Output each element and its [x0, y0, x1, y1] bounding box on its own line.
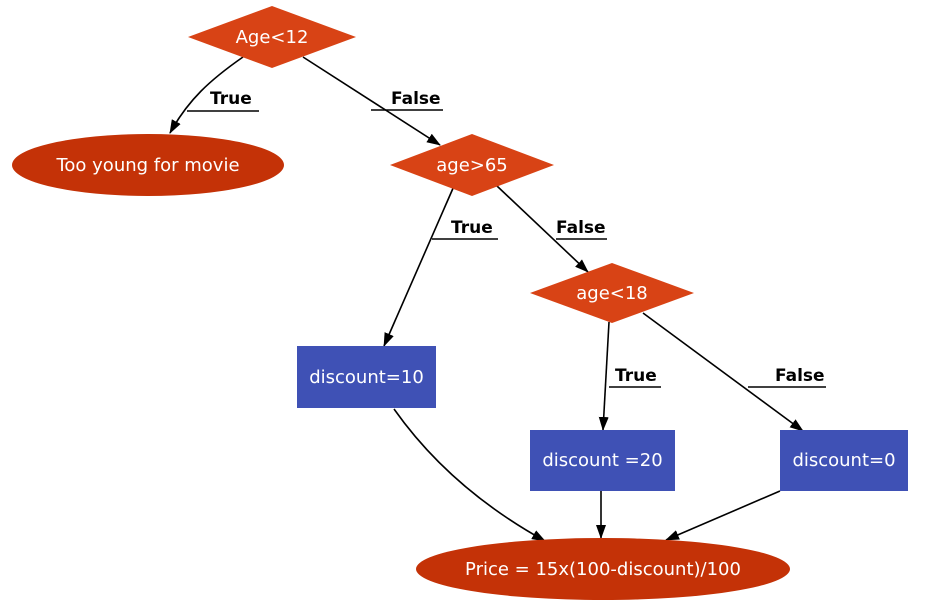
rectangle-shape: [780, 430, 908, 491]
decision-node-age-lt-18: age<18: [530, 263, 694, 323]
node-label: Price = 15x(100-discount)/100: [465, 559, 741, 580]
decision-node-age-lt-12: Age<12: [188, 6, 356, 68]
node-label: Age<12: [236, 27, 309, 48]
diamond-shape: [390, 134, 554, 196]
process-node-discount-10: discount=10: [297, 346, 436, 408]
edge-label-true: True: [615, 366, 657, 386]
node-label: discount=0: [792, 450, 895, 471]
process-node-discount-20: discount =20: [530, 430, 675, 491]
diamond-shape: [188, 6, 356, 68]
edge-label-true: True: [210, 89, 252, 109]
ellipse-shape: [416, 538, 790, 600]
node-label: discount=10: [309, 367, 424, 388]
edge-age65-true: True: [383, 185, 498, 347]
edge-label-true: True: [451, 218, 493, 238]
edge-label-false: False: [775, 366, 825, 386]
edge-discount0-price: [665, 490, 781, 541]
node-label: age>65: [436, 155, 508, 176]
edge-age65-false: False: [496, 185, 607, 273]
edge-label-false: False: [556, 218, 606, 238]
edge-age18-true: True: [598, 321, 661, 431]
edge-label-false: False: [391, 89, 441, 109]
edge-age12-false: False: [302, 56, 443, 146]
edge-age12-true: True: [169, 56, 259, 134]
process-node-discount-0: discount=0: [780, 430, 908, 491]
node-label: Too young for movie: [55, 155, 239, 176]
decision-node-age-gt-65: age>65: [390, 134, 554, 196]
rectangle-shape: [297, 346, 436, 408]
terminal-node-too-young: Too young for movie: [12, 134, 284, 196]
diamond-shape: [530, 263, 694, 323]
edge-discount10-price: [393, 408, 546, 542]
node-label: age<18: [576, 283, 648, 304]
edge-age18-false: False: [642, 312, 826, 432]
terminal-node-price: Price = 15x(100-discount)/100: [416, 538, 790, 600]
node-label: discount =20: [542, 450, 662, 471]
ellipse-shape: [12, 134, 284, 196]
rectangle-shape: [530, 430, 675, 491]
